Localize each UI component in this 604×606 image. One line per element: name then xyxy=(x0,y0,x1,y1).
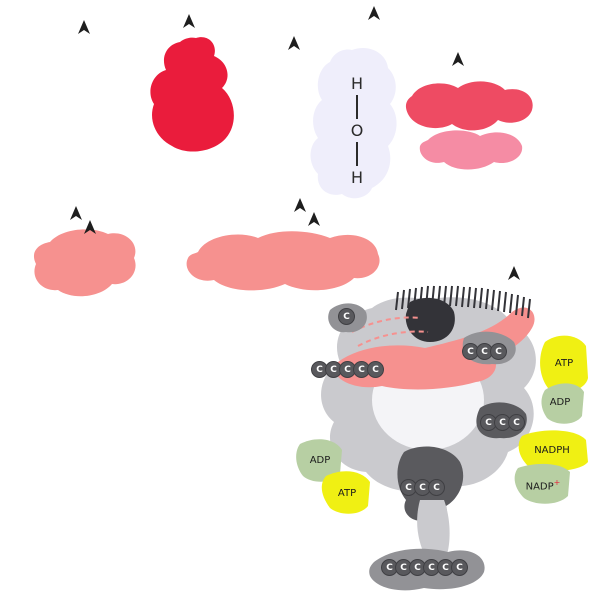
water-atom-o: O xyxy=(350,121,364,140)
hatch-marks xyxy=(395,285,531,319)
blob-water[interactable] xyxy=(310,48,397,199)
calvin-dark-top-blob[interactable] xyxy=(405,297,455,342)
water-atom-h-top: H xyxy=(350,74,364,93)
cursor-arrow[interactable] xyxy=(288,36,300,50)
carbon-group-single: C xyxy=(338,308,355,325)
water-atom-h-bottom: H xyxy=(350,168,364,187)
carbon-atom: C xyxy=(508,414,525,431)
label-atp-left: ATP xyxy=(337,488,357,499)
cursor-arrow[interactable] xyxy=(368,6,380,20)
shape-adp-right[interactable] xyxy=(541,383,584,424)
blob-salmon-left[interactable] xyxy=(33,229,136,297)
calvin-stem xyxy=(417,500,450,558)
shape-nadp-plus[interactable] xyxy=(514,463,570,504)
shape-nadph[interactable] xyxy=(518,430,588,471)
shape-atp-left[interactable] xyxy=(321,471,370,514)
blob-salmon-center[interactable] xyxy=(186,231,380,291)
calvin-salmon-band[interactable] xyxy=(334,307,535,390)
carbon-atom: C xyxy=(451,559,468,576)
blob-pink-right[interactable] xyxy=(419,130,523,170)
carbon-group-bottom-six: C C C C C C xyxy=(381,559,468,576)
carbon-group-mid-right: C C C xyxy=(480,414,525,431)
carbon-atom: C xyxy=(338,308,355,325)
carbon-group-bottom-center: C C C xyxy=(400,479,445,496)
blob-red-left[interactable] xyxy=(150,37,234,152)
cursor-arrow[interactable] xyxy=(508,266,520,280)
label-atp-right: ATP xyxy=(554,358,574,369)
cursor-arrow[interactable] xyxy=(78,20,90,34)
water-molecule-formula: H O H xyxy=(334,74,380,187)
cursor-arrow[interactable] xyxy=(294,198,306,212)
carbon-atom: C xyxy=(367,361,384,378)
blob-red-right[interactable] xyxy=(405,81,533,131)
carbon-atom: C xyxy=(494,414,511,431)
label-nadph: NADPH xyxy=(534,445,570,456)
carbon-atom: C xyxy=(414,479,431,496)
carbon-group-left-five: C C C C C xyxy=(311,361,384,378)
carbon-atom: C xyxy=(381,559,398,576)
shape-atp-right[interactable] xyxy=(540,335,588,393)
pink-dashed-arc-2 xyxy=(357,330,429,347)
carbon-atom: C xyxy=(490,343,507,360)
cursor-arrow[interactable] xyxy=(308,212,320,226)
pink-dashed-arc-1 xyxy=(351,316,421,333)
cursor-arrow[interactable] xyxy=(70,206,82,220)
cursor-arrow[interactable] xyxy=(452,52,464,66)
cursor-arrow[interactable] xyxy=(84,220,96,234)
bond-line xyxy=(356,142,358,166)
label-nadp-plus: NADP+ xyxy=(515,477,571,493)
label-adp-left: ADP xyxy=(309,455,331,466)
shape-adp-left[interactable] xyxy=(296,439,342,482)
pointer-arrows xyxy=(70,6,520,280)
nadp-plus-sign: + xyxy=(553,478,561,487)
cursor-arrow[interactable] xyxy=(183,14,195,28)
bond-line xyxy=(356,95,358,119)
carbon-atom: C xyxy=(428,479,445,496)
nadp-text: NADP xyxy=(525,481,554,493)
label-adp-right: ADP xyxy=(549,397,571,408)
carbon-atom: C xyxy=(311,361,328,378)
carbon-atom: C xyxy=(462,343,479,360)
carbon-group-upper-right: C C C xyxy=(462,343,507,360)
